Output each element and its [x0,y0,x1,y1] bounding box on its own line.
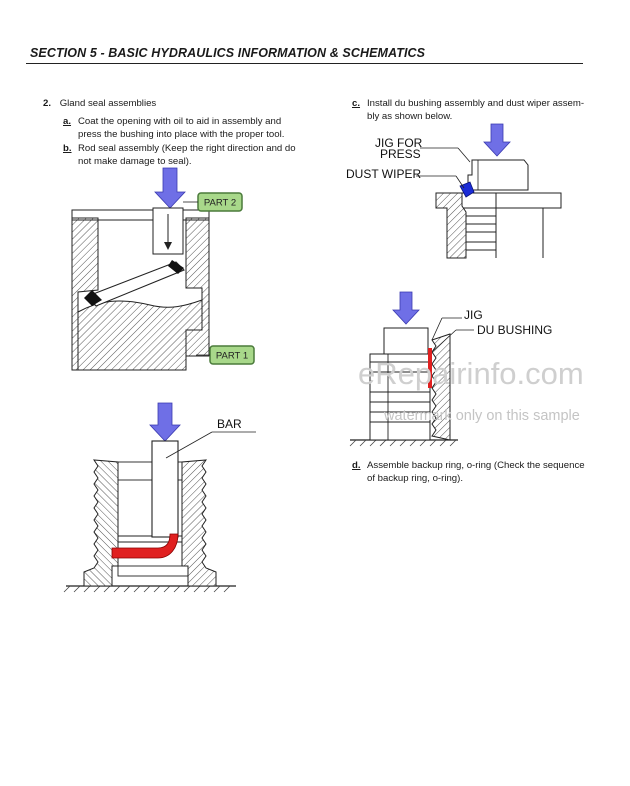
dust-wiper-label: DUST WIPER [346,167,421,181]
step-b: b. [63,143,72,156]
red-seal [111,533,179,559]
step-a-label: a. [63,116,72,127]
section-header: SECTION 5 - BASIC HYDRAULICS INFORMATION… [30,46,426,60]
step-d-text: Assemble backup ring, o-ring (Check the … [367,460,585,485]
diagram-gland-seal: PART 2 PART 1 [71,167,255,371]
gland-right-wall [181,459,217,587]
jig-press-arrow-icon [483,123,511,157]
item-2: 2. Gland seal assemblies [43,98,156,111]
step-d-line-2: of backup ring, o-ring). [367,472,463,484]
jig-arrow-icon [392,291,420,325]
gland-left-wall [83,459,119,587]
part-1-tag: PART 1 [196,345,255,365]
wiper-body [435,192,467,259]
step-c: c. [352,98,360,111]
part-1-block [77,299,203,371]
diagram-dust-wiper: JIG FOR PRESS DUST WIPER [346,123,562,259]
press-label: PRESS [380,147,421,161]
part-1-label: PART 1 [216,351,248,362]
step-a-line-1: Coat the opening with oil to aid in asse… [78,116,282,127]
seal-ring [87,261,185,307]
watermark-brand: eRepairinfo.com [358,356,584,391]
step-a-text: Coat the opening with oil to aid in asse… [78,116,284,141]
header-rule [26,63,583,64]
watermark-note: watermark only on this sample [383,408,580,424]
step-c-text: Install du bushing assembly and dust wip… [367,98,584,123]
bar-label: BAR [217,417,242,431]
dust-wiper-seal [459,181,475,198]
part-2-label: PART 2 [204,198,236,209]
step-a-line-2: press the bushing into place with the pr… [78,128,285,140]
bar-rod [151,440,179,538]
item-2-title: Gland seal assemblies [59,98,157,109]
jig-label: JIG [464,308,483,322]
step-c-line-1: Install du bushing assembly and dust wip… [367,98,585,109]
bushing-housing-wall [431,333,451,441]
jig-for-label: JIG FOR [375,136,423,150]
jig-block [383,327,429,355]
step-d-line-1: Assemble backup ring, o-ring (Check the … [367,460,585,471]
bar-arrow-icon [149,402,181,442]
diagram-du-bushing: JIG DU BUSHING [349,291,552,447]
step-b-label: b. [63,143,72,154]
step-b-line-1: Rod seal assembly (Keep the right direct… [78,143,296,154]
step-d-label: d. [352,460,361,471]
step-a: a. [63,116,71,129]
jig-for-press [467,159,529,191]
press-arrow-icon [154,167,186,209]
du-bushing-label: DU BUSHING [477,323,552,337]
step-b-line-2: not make damage to seal). [78,155,192,167]
step-b-text: Rod seal assembly (Keep the right direct… [78,143,296,168]
part-2-tag: PART 2 [183,192,243,212]
item-2-number: 2. [43,98,52,109]
diagram-bar: BAR [63,402,256,593]
step-d: d. [352,460,361,473]
du-bushing-red [428,348,432,388]
step-c-label: c. [352,98,361,109]
step-c-line-2: bly as shown below. [367,110,453,122]
